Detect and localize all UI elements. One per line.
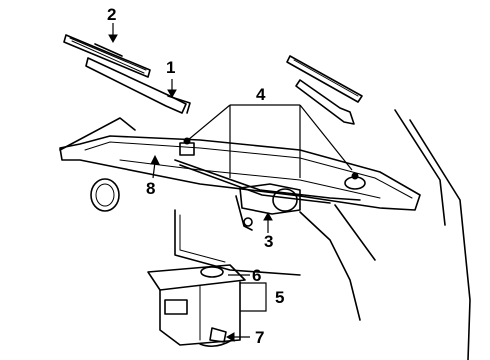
right-wiper-arm [295,79,355,125]
washer-reservoir [147,264,246,346]
windshield-frame [59,109,471,360]
callout-number-6: 6 [252,266,261,285]
callout-2: 2 [107,5,118,44]
callout-5-6: 6 5 [228,266,284,312]
callout-1: 1 [166,58,177,99]
cowl-panel [59,135,421,211]
left-wiper-arm [85,57,191,114]
right-wiper-blade [286,55,363,103]
callout-7: 7 [225,328,264,347]
firewall [90,178,376,321]
callout-3: 3 [263,211,273,251]
wiper-motor [235,183,301,231]
callout-number-2: 2 [107,5,116,24]
callout-number-3: 3 [264,232,273,251]
callout-4: 4 [187,85,353,178]
callout-8: 8 [146,154,160,198]
right-pivot [344,172,366,190]
washer-pump [199,327,233,348]
callout-number-1: 1 [166,58,175,77]
callout-number-5: 5 [275,288,284,307]
callout-number-8: 8 [146,179,155,198]
left-pivot [179,137,195,156]
callout-number-7: 7 [255,328,264,347]
callout-number-4: 4 [256,85,266,104]
left-wiper-blade [63,34,151,78]
